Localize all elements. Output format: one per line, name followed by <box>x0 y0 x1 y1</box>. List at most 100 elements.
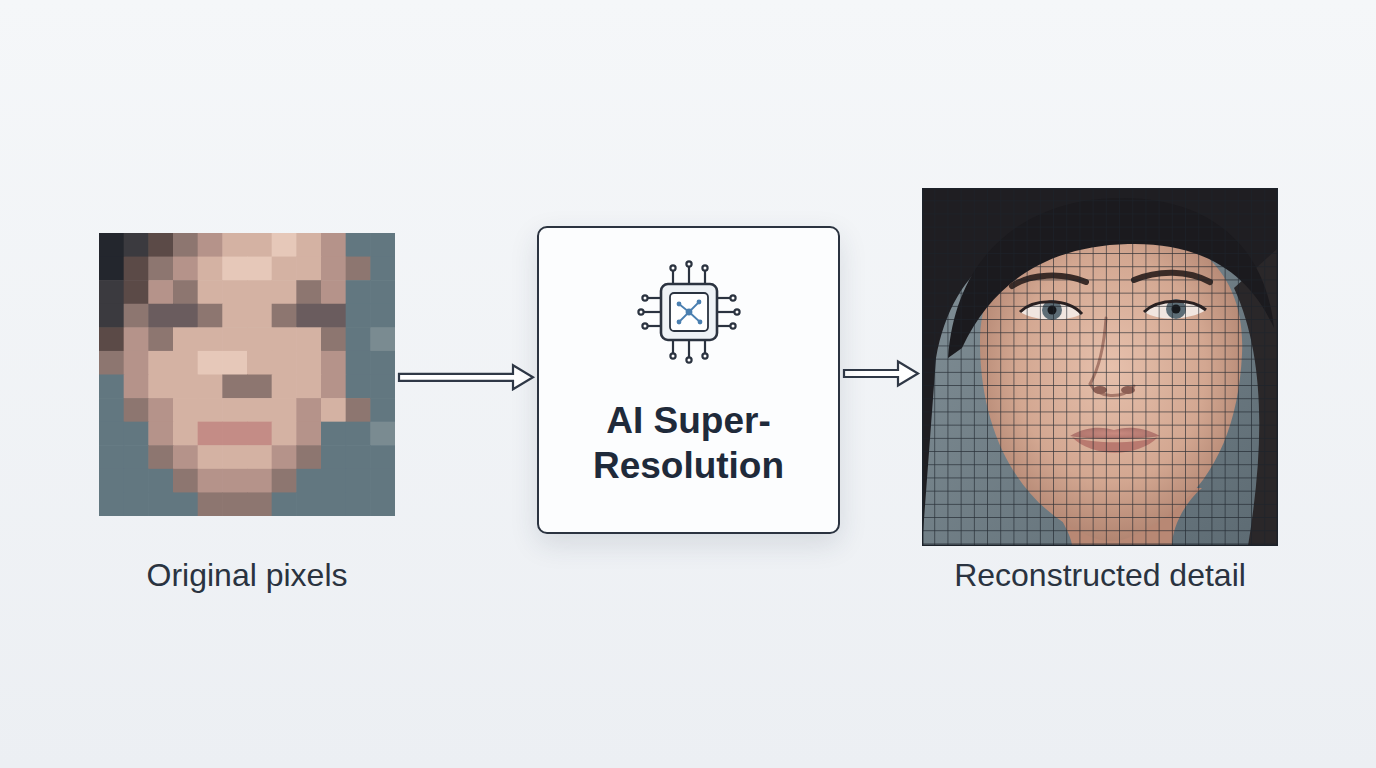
pixel-cell <box>321 375 346 399</box>
pixel-cell <box>272 469 297 493</box>
pixel-cell <box>346 257 371 281</box>
image-panel: Reconstructed detail <box>922 188 1278 546</box>
pixel-cell <box>321 469 346 493</box>
pixel-cell <box>370 398 395 422</box>
pixel-cell <box>370 422 395 446</box>
pixel-cell <box>198 445 223 469</box>
pixel-cell <box>296 257 321 281</box>
pixel-cell <box>99 492 124 516</box>
pixel-cell <box>370 304 395 328</box>
pixel-cell <box>124 351 149 375</box>
pixel-cell <box>296 375 321 399</box>
pixel-cell <box>124 233 149 257</box>
pixel-cell <box>222 398 247 422</box>
pixel-cell <box>222 422 247 446</box>
pixel-cell <box>247 257 272 281</box>
pixel-cell <box>272 351 297 375</box>
pixel-cell <box>124 327 149 351</box>
pixel-cell <box>99 304 124 328</box>
pixel-cell <box>198 398 223 422</box>
pixel-cell <box>321 280 346 304</box>
pixel-cell <box>173 257 198 281</box>
pixel-cell <box>198 257 223 281</box>
pixel-cell <box>99 375 124 399</box>
image-panel: Original pixels <box>99 233 395 516</box>
pixel-cell <box>346 469 371 493</box>
reconstructed-face <box>922 188 1278 546</box>
pixel-cell <box>124 445 149 469</box>
pixel-cell <box>173 280 198 304</box>
pixel-cell <box>124 375 149 399</box>
pixel-cell <box>346 398 371 422</box>
pixel-cell <box>321 304 346 328</box>
pixel-cell <box>173 375 198 399</box>
pixel-cell <box>222 469 247 493</box>
pixel-cell <box>222 280 247 304</box>
pixel-cell <box>99 257 124 281</box>
pixel-cell <box>222 233 247 257</box>
pixel-cell <box>99 327 124 351</box>
pixel-cell <box>321 351 346 375</box>
pixel-cell <box>272 233 297 257</box>
pixel-cell <box>222 375 247 399</box>
pixel-cell <box>247 280 272 304</box>
pixel-cell <box>99 469 124 493</box>
pixel-cell <box>296 445 321 469</box>
pixel-cell <box>198 469 223 493</box>
pixel-cell <box>370 375 395 399</box>
image-caption: Original pixels <box>147 556 348 594</box>
pixel-cell <box>370 351 395 375</box>
pixel-cell <box>99 351 124 375</box>
pixel-cell <box>222 492 247 516</box>
pixel-cell <box>296 422 321 446</box>
pixel-cell <box>124 469 149 493</box>
pixel-cell <box>321 422 346 446</box>
pixel-cell <box>148 445 173 469</box>
pixel-cell <box>124 492 149 516</box>
pixel-cell <box>346 422 371 446</box>
pixel-cell <box>247 327 272 351</box>
pixel-cell <box>99 233 124 257</box>
pixel-cell <box>198 280 223 304</box>
pixel-cell <box>346 375 371 399</box>
pixel-cell <box>124 280 149 304</box>
pixel-cell <box>173 445 198 469</box>
pixel-cell <box>272 422 297 446</box>
pixel-cell <box>99 280 124 304</box>
pixel-cell <box>124 398 149 422</box>
pixel-cell <box>346 233 371 257</box>
pixel-cell <box>296 280 321 304</box>
pixel-cell <box>272 398 297 422</box>
pixel-cell <box>296 398 321 422</box>
pixel-cell <box>99 398 124 422</box>
pixel-cell <box>321 492 346 516</box>
pixel-cell <box>173 233 198 257</box>
pixel-cell <box>222 304 247 328</box>
pixel-cell <box>148 492 173 516</box>
pixel-cell <box>346 327 371 351</box>
image-caption: Reconstructed detail <box>954 556 1246 594</box>
pixel-cell <box>222 327 247 351</box>
pixel-cell <box>198 351 223 375</box>
pixel-cell <box>296 469 321 493</box>
process-box: AI Super- Resolution <box>537 226 840 534</box>
pixel-cell <box>247 398 272 422</box>
pixel-cell <box>148 398 173 422</box>
pixel-cell <box>272 492 297 516</box>
pixel-cell <box>173 422 198 446</box>
pixel-cell <box>272 304 297 328</box>
pixel-cell <box>173 304 198 328</box>
box-title: AI Super- Resolution <box>559 398 818 488</box>
pixel-cell <box>148 327 173 351</box>
pixel-cell <box>173 327 198 351</box>
pixel-cell <box>173 469 198 493</box>
pixel-cell <box>173 492 198 516</box>
pixel-cell <box>99 422 124 446</box>
pixel-cell <box>247 233 272 257</box>
pixel-cell <box>296 351 321 375</box>
pixel-cell <box>222 351 247 375</box>
pixel-cell <box>148 304 173 328</box>
pixel-cell <box>148 351 173 375</box>
pixel-cell <box>296 492 321 516</box>
pixel-cell <box>272 375 297 399</box>
